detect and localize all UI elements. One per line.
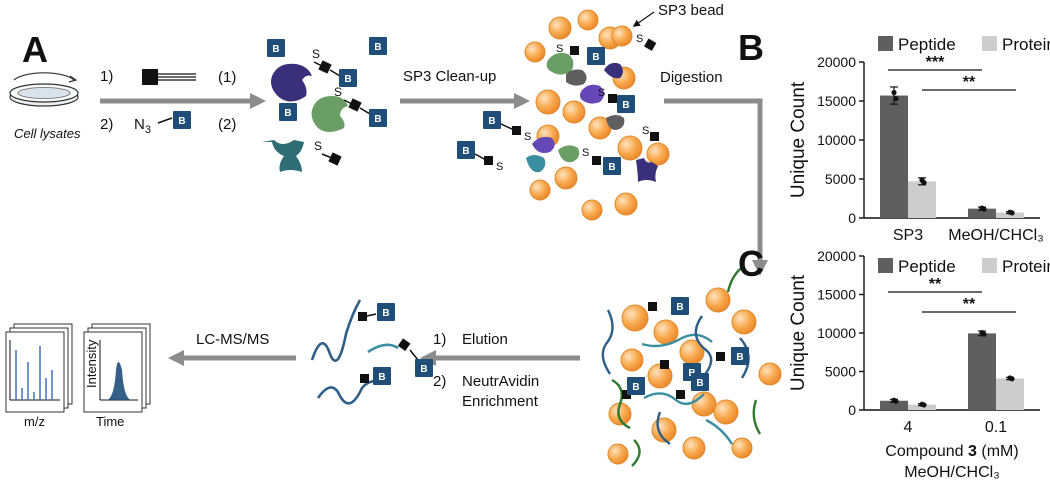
x-tick-label: 0.1 [985,419,1007,436]
bar-0-0 [880,95,908,218]
step1-number: 1) [100,68,113,85]
y-axis-label: Unique Count [788,274,809,391]
svg-text:S: S [636,33,643,45]
bar-1-0 [908,404,936,410]
y-tick-label: 20000 [817,54,856,70]
y-axis-label: Unique Count [788,81,809,198]
y-tick-label: 15000 [817,93,856,109]
legend-swatch-0 [878,36,893,51]
svg-text:S: S [556,43,563,55]
elution-label: Elution [462,331,508,348]
lc-chromatogram-icon [83,323,151,413]
compound1-label: (1) [218,69,236,86]
sp3-cleanup-label: SP3 Clean-up [403,68,496,85]
arrow-digestion [664,98,769,277]
alkyne-block-icon [142,69,158,85]
step2-number: 2) [100,116,113,133]
svg-text:S: S [334,85,342,99]
legend-label-1: Protein [1002,35,1050,54]
alkyne-triple-bond-icon [158,73,196,81]
data-point-b-1-1 [1009,210,1015,216]
compound2-label: (2) [218,116,236,133]
lc-xlabel: Time [96,414,124,429]
cell-lysates-label: Cell lysates [14,126,81,141]
data-point-b-1-1 [1009,376,1015,382]
y-tick-label: 5000 [825,364,856,380]
azide-label: N3 [134,116,151,136]
x-tick-label: MeOH/CHCl₃ [948,227,1043,244]
legend-swatch-1 [982,36,997,51]
lcms-label: LC-MS/MS [196,331,269,348]
svg-text:S: S [598,87,605,99]
x-tick-label: 4 [904,419,913,436]
enrichment-number: 2) [433,373,446,390]
panel-letter-b: B [738,27,764,68]
data-point-b-0-0 [893,95,899,102]
y-tick-label: 10000 [817,132,856,148]
ms-spectrum-icon [5,323,73,413]
digested-peptide-cluster [601,265,782,467]
bar-1-1 [996,378,1024,410]
sp3-bead-pointer [632,11,655,27]
y-tick-label: 0 [848,210,856,226]
bar-0-0 [880,400,908,410]
legend-label-1: Protein [1002,257,1050,276]
significance-stars-1: ** [963,74,976,91]
biotin-tag-icon [173,111,191,129]
petri-dish-icon [9,72,79,107]
data-point-b-1-0 [921,402,927,408]
significance-stars-0: ** [929,276,942,293]
data-point-b-0-0 [893,398,899,404]
y-tick-label: 0 [848,402,856,418]
bar-1-0 [908,181,936,218]
data-point-a-0-0 [891,89,897,96]
bar-0-1 [968,208,996,218]
enrichment-label-line1: NeutrAvidin [462,373,539,390]
enrichment-label-line2: Enrichment [462,393,539,410]
bar-0-1 [968,333,996,410]
elution-number: 1) [433,331,446,348]
legend-label-0: Peptide [898,35,956,54]
svg-text:S: S [496,161,503,173]
legend-swatch-1 [982,258,997,273]
labeled-proteins-group: S S S [262,37,387,172]
lc-ylabel: Intensity [84,339,99,388]
ms-xlabel: m/z [24,414,45,429]
data-point-b-1-0 [921,179,927,186]
y-tick-label: 5000 [825,171,856,187]
sp3-bead-cluster: S S S S S S S [457,9,670,221]
significance-stars-1: ** [963,296,976,313]
svg-text:S: S [314,139,322,153]
data-point-b-0-1 [981,331,987,337]
bar-1-1 [996,212,1024,218]
svg-text:S: S [524,131,531,143]
panel-letter-a: A [22,29,48,70]
y-tick-label: 20000 [817,248,856,264]
y-tick-label: 15000 [817,287,856,303]
data-point-b-0-1 [981,206,987,212]
legend-swatch-0 [878,258,893,273]
x-axis-label-line2: MeOH/CHCl₃ [904,464,999,481]
x-tick-label: SP3 [893,227,923,244]
svg-text:S: S [582,147,589,159]
svg-text:S: S [642,125,649,137]
sp3-bead-label: SP3 bead [658,2,724,19]
panel-letter-c: C [738,243,764,284]
y-tick-label: 10000 [817,325,856,341]
digestion-label: Digestion [660,69,723,86]
x-axis-label: Compound 3 (mM) [885,443,1018,460]
azide-linker-line [157,117,173,124]
legend-label-0: Peptide [898,257,956,276]
enriched-peptides-group [310,299,433,405]
significance-stars-0: *** [926,54,945,71]
svg-text:S: S [312,47,320,61]
